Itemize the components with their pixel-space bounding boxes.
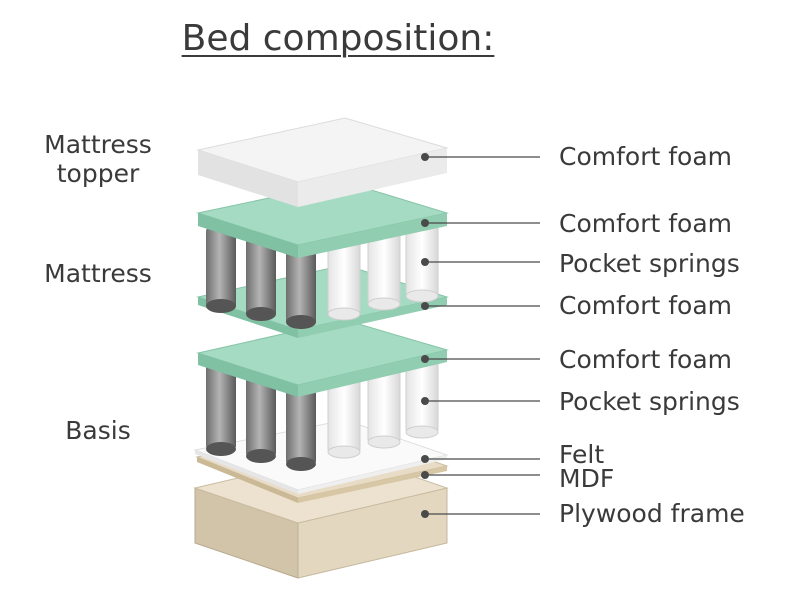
leader-dot xyxy=(421,471,429,479)
leader-dot xyxy=(421,258,429,266)
leader-dot xyxy=(421,153,429,161)
label-mattress-bottom-comfort-foam: Comfort foam xyxy=(559,291,732,320)
leader-dot xyxy=(421,455,429,463)
label-topper-comfort-foam: Comfort foam xyxy=(559,142,732,171)
label-basis-comfort-foam: Comfort foam xyxy=(559,345,732,374)
group-label-mattress: Mattress xyxy=(44,259,152,288)
basis-pocket-springs xyxy=(206,351,439,471)
label-mattress-pocket-springs: Pocket springs xyxy=(559,249,740,278)
group-label-basis: Basis xyxy=(65,416,131,445)
leader-lines xyxy=(425,156,540,515)
leader-dots xyxy=(421,153,429,518)
label-mdf: MDF xyxy=(559,464,615,493)
leader-dot xyxy=(421,355,429,363)
leader-dot xyxy=(421,510,429,518)
label-mattress-top-comfort-foam: Comfort foam xyxy=(559,209,732,238)
group-label-mattress-topper: Mattress topper xyxy=(44,130,152,188)
leader-dot xyxy=(421,397,429,405)
leader-dot xyxy=(421,219,429,227)
label-felt: Felt xyxy=(559,440,605,469)
label-basis-pocket-springs: Pocket springs xyxy=(559,387,740,416)
diagram-title: Bed composition: xyxy=(181,18,495,59)
leader-dot xyxy=(421,302,429,310)
mattress-pocket-springs xyxy=(206,217,439,329)
mattress-top-comfort-foam xyxy=(196,181,449,258)
label-plywood-frame: Plywood frame xyxy=(559,499,745,528)
mattress-topper-layer xyxy=(196,117,449,207)
basis-comfort-foam xyxy=(196,319,449,397)
